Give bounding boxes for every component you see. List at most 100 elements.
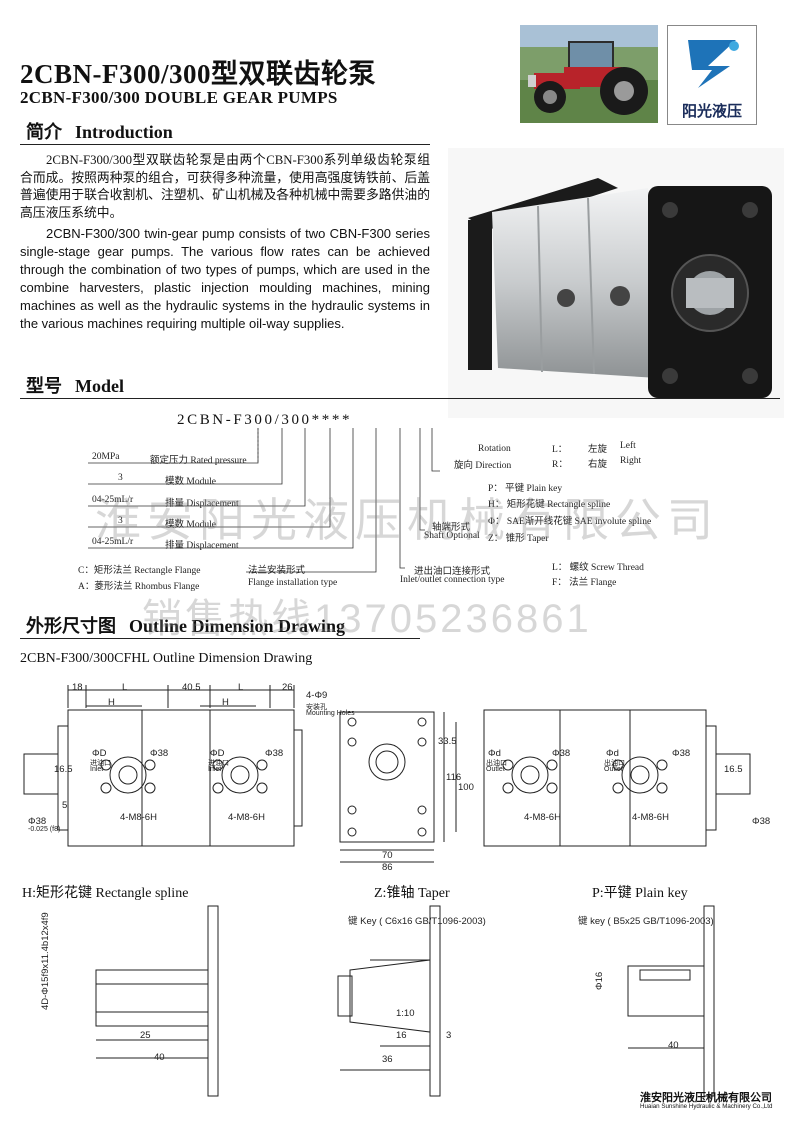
dim-40-5: 40.5 [182, 682, 201, 693]
outline-heading-cn: 外形尺寸图 [26, 616, 116, 636]
rotation-r-en: Right [620, 456, 642, 466]
dim-4-phi9: 4-Φ9 [306, 690, 328, 701]
detail-z-16: 16 [396, 1030, 407, 1041]
model-left-3b: 模数 Module [165, 520, 216, 530]
detail-p-flange [703, 905, 715, 1097]
dim-phi38b: Φ38 [265, 748, 284, 759]
dim-116: 116 [446, 772, 462, 783]
flange-label-en: Flange installation type [248, 578, 338, 588]
watermark-hotline: 销售热线13705236861 [142, 597, 592, 641]
rotation-label-en: Rotation [478, 444, 511, 454]
outlet-en-2: Outlet [604, 766, 623, 773]
company-logo: 阳光液压 [667, 25, 757, 125]
dim-26: 26 [282, 682, 293, 693]
model-left-4a: 04-25mL/r [92, 537, 134, 547]
detail-h-title: H:矩形花键 Rectangle spline [22, 886, 189, 901]
model-heading-cn: 型号 [26, 376, 62, 396]
flange-label-cn: 法兰安装形式 [248, 566, 306, 576]
detail-p-key: 键 key ( B5x25 GB/T1096-2003) [578, 916, 714, 927]
detail-h-spline-spec: 4D-Φ15f9x11.4b12x4f9 [40, 912, 51, 1010]
dim-86: 86 [382, 862, 393, 873]
inlet-label-cn: 进出油口连接形式 [414, 567, 491, 577]
intro-heading-en: Introduction [75, 122, 173, 142]
side-view-body [67, 709, 295, 847]
dim-L1: L [122, 682, 128, 693]
model-left-2a: 04-25mL/r [92, 495, 134, 505]
dim-L2: L [238, 682, 244, 693]
rotation-l-en: Left [620, 441, 636, 451]
model-left-0a: 20MPa [92, 452, 120, 462]
intro-body-en-text: 2CBN-F300/300 twin-gear pump consists of… [20, 226, 430, 331]
dim-phi38: Φ38 [150, 748, 169, 759]
model-heading: 型号 Model [26, 372, 124, 398]
pump-render-image [448, 148, 784, 418]
intro-heading-cn: 简介 [26, 122, 62, 142]
inlet-cn-2: 进油口 [208, 760, 229, 767]
inlet-cn-1: 进油口 [90, 760, 111, 767]
inlet-l: L： 螺纹 Screw Thread [552, 563, 644, 573]
dim-H2: H [222, 697, 229, 708]
intro-body-cn: 2CBN-F300/300型双联齿轮泵是由两个CBN-F300系列单级齿轮泵组合… [20, 152, 430, 222]
dim-m8-2: 4-M8-6H [228, 812, 265, 823]
flange-c: C：矩形法兰 Rectangle Flange [78, 566, 201, 576]
detail-h-flange [207, 905, 219, 1097]
model-left-1b: 模数 Module [165, 477, 216, 487]
detail-z-flange [429, 905, 441, 1097]
model-left-3a: 3 [118, 516, 123, 526]
dim-phiD2: ΦD [210, 748, 225, 759]
inlet-label-en: Inlet/outlet connection type [400, 575, 505, 585]
detail-h-40: 40 [154, 1052, 165, 1063]
detail-z-36: 36 [382, 1054, 393, 1065]
dim-H1: H [108, 697, 115, 708]
outline-subtitle: 2CBN-F300/300CFHL Outline Dimension Draw… [20, 651, 313, 666]
front-view-flange [339, 711, 435, 843]
intro-body-cn-text: 2CBN-F300/300型双联齿轮泵是由两个CBN-F300系列单级齿轮泵组合… [20, 153, 430, 220]
tractor-photo [520, 25, 658, 123]
mount-en: Mounting Holes [306, 710, 355, 717]
intro-divider [20, 144, 430, 145]
dim-m8-1: 4-M8-6H [120, 812, 157, 823]
dim-phi38d: Φ38 [672, 748, 691, 759]
model-left-1a: 3 [118, 473, 123, 483]
watermark-company: 淮安阳光液压机械有限公司 [95, 494, 719, 546]
outline-heading-en: Outline Dimension Drawing [129, 616, 346, 636]
detail-p-title: P:平键 Plain key [592, 886, 688, 901]
mount-cn: 安装孔 [306, 704, 327, 711]
intro-body-en: 2CBN-F300/300 twin-gear pump consists of… [20, 225, 430, 333]
footer-company-cn: 淮安阳光液压机械有限公司 [640, 1092, 772, 1104]
dim-phi38-f8-right: Φ38 [752, 816, 771, 827]
detail-z-ratio: 1:10 [396, 1008, 415, 1019]
inlet-en-2: Inlet [208, 766, 222, 773]
detail-z-3: 3 [446, 1030, 452, 1041]
model-code: 2CBN-F300/300**** [177, 412, 353, 428]
dim-100: 100 [458, 782, 474, 793]
detail-z-title: Z:锥轴 Taper [374, 886, 450, 901]
page-title-cn: 2CBN-F300/300型双联齿轮泵 [20, 59, 376, 89]
dim-m8-3: 4-M8-6H [524, 812, 561, 823]
outline-drawing [23, 685, 751, 1097]
rotation-l-key: L： [552, 445, 568, 455]
dim-18: 18 [72, 682, 83, 693]
outlet-cn-2: 出油口 [604, 760, 625, 767]
flange-a: A：菱形法兰 Rhombus Flange [78, 582, 200, 592]
dim-m8-4: 4-M8-6H [632, 812, 669, 823]
detail-p-phi16: Φ16 [594, 971, 605, 990]
dim-phi38c: Φ38 [552, 748, 571, 759]
detail-h-25: 25 [140, 1030, 151, 1041]
logo-text: 阳光液压 [681, 103, 742, 120]
rotation-l-cn: 左旋 [588, 445, 608, 455]
dim-f8: -0.025 (f8) [28, 826, 61, 833]
rotation-r-cn: 右旋 [588, 460, 608, 470]
outlet-en-1: Outlet [486, 766, 505, 773]
model-left-0b: 额定压力 Rated pressure [150, 456, 247, 466]
model-left-2b: 排量 Displacement [165, 499, 239, 509]
page-title-en: 2CBN-F300/300 DOUBLE GEAR PUMPS [20, 88, 338, 107]
outline-heading: 外形尺寸图 Outline Dimension Drawing [26, 612, 345, 638]
dim-70: 70 [382, 850, 393, 861]
intro-heading: 简介 Introduction [26, 118, 173, 144]
rotation-r-key: R： [552, 460, 568, 470]
outlet-cn-1: 出油口 [486, 760, 507, 767]
model-heading-en: Model [75, 376, 125, 396]
shaft-h: H： 矩形花键 Rectangle spline [488, 500, 611, 510]
logo-mark-icon [688, 40, 739, 88]
